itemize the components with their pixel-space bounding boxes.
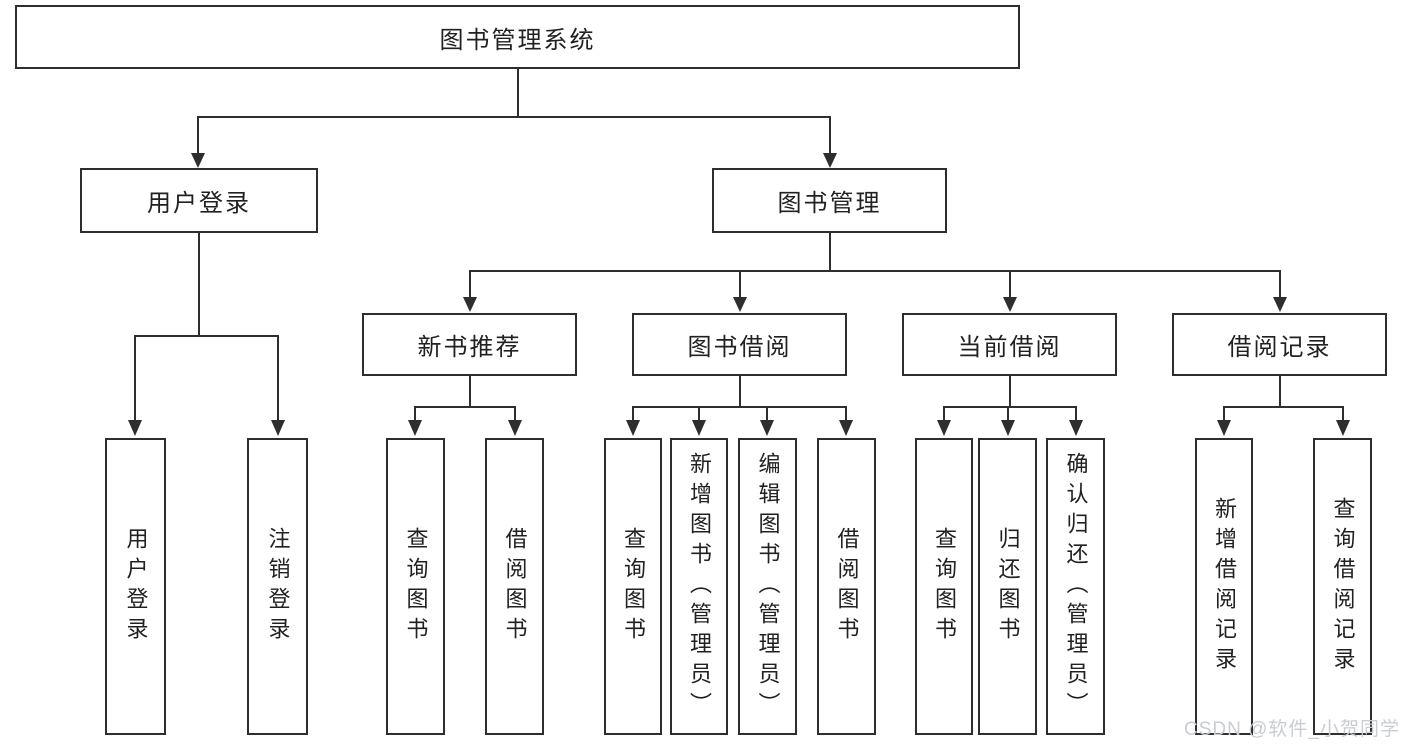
leaf-label: 确认归还（管理员） xyxy=(1063,451,1089,722)
node-user-login: 用户登录 xyxy=(80,168,318,233)
node-user-login-label: 用户登录 xyxy=(147,190,251,217)
leaf-label: 查询图书 xyxy=(621,526,646,647)
leaf-label: 用户登录 xyxy=(123,526,149,647)
leaf-edit-books-admin: 编辑图书（管理员） xyxy=(738,438,797,735)
leaf-label: 查询借阅记录 xyxy=(1330,496,1356,677)
leaf-query-books-borrow: 查询图书 xyxy=(604,438,662,735)
node-book-borrow-label: 图书借阅 xyxy=(687,334,792,361)
leaf-label: 查询图书 xyxy=(932,526,957,647)
node-book-management-label: 图书管理 xyxy=(777,190,882,217)
leaf-return-books: 归还图书 xyxy=(978,438,1037,735)
node-borrow-records: 借阅记录 xyxy=(1172,313,1387,376)
leaf-query-borrow-record: 查询借阅记录 xyxy=(1313,438,1372,735)
leaf-label: 查询图书 xyxy=(403,526,429,647)
node-current-borrow-label: 当前借阅 xyxy=(957,334,1062,361)
leaf-user-login: 用户登录 xyxy=(105,438,166,735)
node-book-borrow: 图书借阅 xyxy=(632,313,847,376)
csdn-watermark: CSDN @软件_小贺同学 xyxy=(1184,719,1400,740)
node-new-book-recommend: 新书推荐 xyxy=(362,313,577,376)
leaf-label: 归还图书 xyxy=(995,526,1021,647)
leaf-label: 注销登录 xyxy=(265,526,291,647)
arrowheads xyxy=(128,153,1350,436)
leaf-borrow-books-recommend: 借阅图书 xyxy=(485,438,544,735)
leaf-query-books-current: 查询图书 xyxy=(915,438,973,735)
node-new-book-recommend-label: 新书推荐 xyxy=(417,334,522,361)
leaf-confirm-return-admin: 确认归还（管理员） xyxy=(1046,438,1105,735)
node-borrow-records-label: 借阅记录 xyxy=(1227,334,1332,361)
node-library-system: 图书管理系统 xyxy=(15,5,1020,69)
leaf-label: 新增图书（管理员） xyxy=(687,451,712,722)
leaf-label: 借阅图书 xyxy=(502,526,528,647)
leaf-label: 编辑图书（管理员） xyxy=(755,451,781,722)
leaf-add-borrow-record: 新增借阅记录 xyxy=(1195,438,1253,735)
leaf-label: 借阅图书 xyxy=(834,526,860,647)
leaf-label: 新增借阅记录 xyxy=(1212,496,1237,677)
node-current-borrow: 当前借阅 xyxy=(902,313,1117,376)
leaf-query-books-recommend: 查询图书 xyxy=(386,438,445,735)
leaf-add-books-admin: 新增图书（管理员） xyxy=(670,438,728,735)
node-library-system-label: 图书管理系统 xyxy=(439,26,596,54)
leaf-borrow-books: 借阅图书 xyxy=(817,438,876,735)
node-book-management: 图书管理 xyxy=(712,168,947,233)
leaf-logout: 注销登录 xyxy=(247,438,308,735)
